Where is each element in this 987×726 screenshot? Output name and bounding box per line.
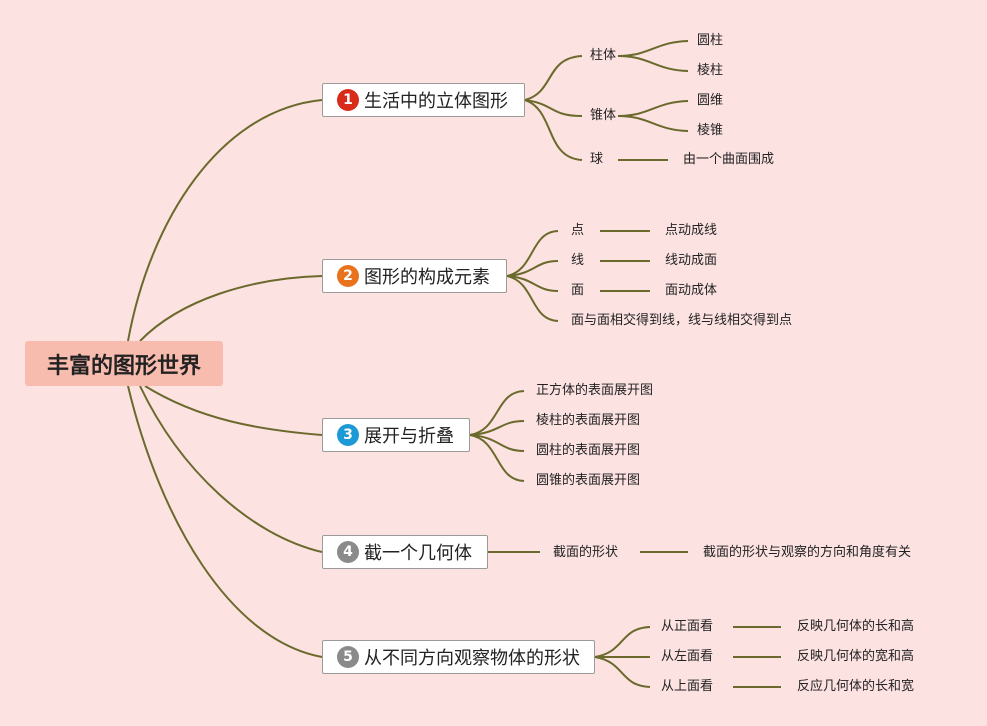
topic-1-1[interactable]: 柱体: [590, 48, 617, 63]
topic-5-3[interactable]: 从上面看: [661, 679, 714, 694]
topic-1-3-1[interactable]: 由一个曲面围成: [683, 152, 775, 167]
topic-1-1-2[interactable]: 棱柱: [697, 63, 724, 78]
branch-4-label: 截一个几何体: [364, 543, 472, 564]
connector-line-12: [617, 115, 689, 132]
topic-3-4[interactable]: 圆锥的表面展开图: [536, 473, 641, 488]
connector-line-7: [524, 99, 583, 117]
topic-3-1[interactable]: 正方体的表面展开图: [536, 383, 654, 398]
topic-2-1-1[interactable]: 点动成线: [665, 223, 718, 238]
topic-1-1-1[interactable]: 圆柱: [697, 33, 724, 48]
branch-4-topic[interactable]: 4 截一个几何体: [322, 535, 488, 569]
root-topic[interactable]: 丰富的图形世界: [25, 341, 223, 386]
connector-line-27: [594, 626, 651, 658]
connector-line-29: [594, 656, 651, 688]
branch-2-label: 图形的构成元素: [364, 267, 490, 288]
connector-line-15: [506, 260, 559, 277]
topic-2-2[interactable]: 线: [571, 253, 585, 268]
topic-5-2[interactable]: 从左面看: [661, 649, 714, 664]
branch-5-topic[interactable]: 5 从不同方向观察物体的形状: [322, 640, 595, 674]
topic-1-3[interactable]: 球: [590, 152, 604, 167]
connector-line-4: [139, 385, 323, 553]
topic-1-2[interactable]: 锥体: [590, 108, 617, 123]
connector-line-9: [617, 40, 689, 57]
topic-2-3-1[interactable]: 面动成体: [665, 283, 718, 298]
connector-line-3: [144, 385, 323, 436]
connector-line-14: [506, 230, 559, 277]
connector-line-23: [469, 434, 525, 452]
topic-1-2-2[interactable]: 棱锥: [697, 123, 724, 138]
connector-line-21: [469, 390, 525, 436]
number-badge-3-icon: 3: [337, 424, 359, 446]
topic-3-3[interactable]: 圆柱的表面展开图: [536, 443, 641, 458]
branch-3-topic[interactable]: 3 展开与折叠: [322, 418, 470, 452]
number-badge-2-icon: 2: [337, 265, 359, 287]
topic-4-1-1[interactable]: 截面的形状与观察的方向和角度有关: [703, 545, 912, 560]
connector-line-11: [617, 100, 689, 117]
connector-line-16: [506, 275, 559, 292]
topic-2-2-1[interactable]: 线动成面: [665, 253, 718, 268]
topic-4-1[interactable]: 截面的形状: [553, 545, 619, 560]
topic-2-3[interactable]: 面: [571, 283, 585, 298]
branch-5-label: 从不同方向观察物体的形状: [364, 648, 580, 669]
topic-2-1[interactable]: 点: [571, 223, 585, 238]
connector-line-8: [524, 99, 583, 161]
topic-5-1-1[interactable]: 反映几何体的长和高: [797, 619, 915, 634]
connector-line-1: [127, 99, 323, 342]
branch-3-label: 展开与折叠: [364, 426, 454, 447]
topic-5-2-1[interactable]: 反映几何体的宽和高: [797, 649, 915, 664]
number-badge-1-icon: 1: [337, 89, 359, 111]
topic-3-2[interactable]: 棱柱的表面展开图: [536, 413, 641, 428]
number-badge-5-icon: 5: [337, 646, 359, 668]
connector-line-22: [469, 420, 525, 436]
branch-1-topic[interactable]: 1 生活中的立体图形: [322, 83, 525, 117]
branch-1-label: 生活中的立体图形: [364, 91, 508, 112]
connector-line-17: [506, 275, 559, 322]
topic-2-4[interactable]: 面与面相交得到线，线与线相交得到点: [571, 313, 793, 328]
connector-line-2: [139, 275, 323, 342]
connector-line-6: [524, 55, 583, 101]
connector-line-5: [127, 385, 323, 658]
connector-line-10: [617, 55, 689, 72]
branch-2-topic[interactable]: 2 图形的构成元素: [322, 259, 507, 293]
topic-1-2-1[interactable]: 圆维: [697, 93, 724, 108]
number-badge-4-icon: 4: [337, 541, 359, 563]
topic-5-3-1[interactable]: 反应几何体的长和宽: [797, 679, 915, 694]
connector-line-24: [469, 434, 525, 482]
topic-5-1[interactable]: 从正面看: [661, 619, 714, 634]
